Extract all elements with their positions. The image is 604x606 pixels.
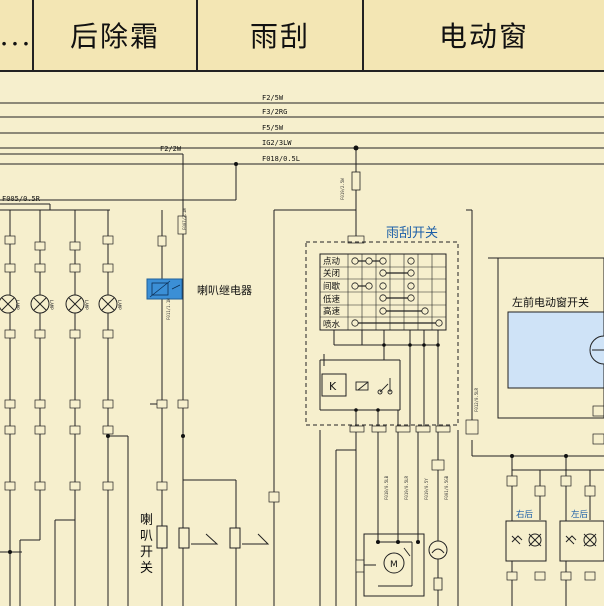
svg-text:F011/1.1W: F011/1.1W <box>166 298 171 320</box>
svg-text:F019/2.5W: F019/2.5W <box>340 178 345 200</box>
wiper-relay-contacts <box>355 378 393 395</box>
svg-text:F019/0.5Y: F019/0.5Y <box>424 478 429 500</box>
lamp-group <box>0 294 118 314</box>
wiper-relay-k-label: K <box>329 380 337 393</box>
svg-text:LAMP: LAMP <box>84 300 89 310</box>
horn-switch-char-1: 喇 <box>140 513 153 528</box>
header-cell-rear-defrost: 后除霜 <box>34 0 198 70</box>
window-switch-panel <box>507 311 604 389</box>
washer-pump-symbol <box>428 540 448 560</box>
header-cell-partial: ... <box>0 0 34 70</box>
svg-text:LAMP: LAMP <box>117 300 122 310</box>
wiper-mode-off: 关闭 <box>323 268 340 279</box>
lamp-4 <box>98 294 118 314</box>
wiper-mode-pulse: 点动 <box>323 256 341 267</box>
horn-relay-label: 喇叭继电器 <box>197 283 252 297</box>
wire-label-f5-5w: F5/5W <box>262 124 284 132</box>
lamp-2 <box>30 294 50 314</box>
wire-label-f3-2rg: F3/2RG <box>262 108 287 116</box>
wire-label-f005: F005/0.5R <box>2 195 41 203</box>
svg-text:F001/0.5GB: F001/0.5GB <box>444 475 449 500</box>
svg-text:LAMP: LAMP <box>15 300 20 310</box>
svg-text:LAMP: LAMP <box>49 300 54 310</box>
left-front-window-switch-label: 左前电动窗开关 <box>512 295 589 309</box>
wiper-relay-k-box <box>321 373 347 397</box>
svg-text:F018/0.5LB: F018/0.5LB <box>384 475 389 500</box>
horn-switch-char-2: 叭 <box>140 529 153 544</box>
lamp-3 <box>65 294 85 314</box>
left-rear-label: 左后 <box>571 509 589 520</box>
horn-switch-char-3: 开 <box>140 545 153 560</box>
wiper-fuse <box>351 171 361 191</box>
wiper-mode-low: 低速 <box>323 294 341 305</box>
horn-switch-char-4: 关 <box>140 561 153 576</box>
wiper-mode-high: 高速 <box>323 306 341 317</box>
horn-relay-component <box>146 278 183 300</box>
header-cell-wiper: 雨刮 <box>198 0 364 70</box>
wiper-motor-label: M <box>390 560 398 570</box>
wiper-mode-intermittent: 间歇 <box>323 281 341 292</box>
window-switch-frame <box>497 257 604 419</box>
wire-label-f2-2w: F2/2W <box>160 145 182 153</box>
section-header: ... 后除霜 雨刮 电动窗 <box>0 0 604 72</box>
svg-text:F019/0.5LR: F019/0.5LR <box>404 475 409 500</box>
wiper-motor-symbol <box>383 552 405 574</box>
right-rear-window-switch <box>505 520 547 562</box>
lamp-1 <box>0 294 18 314</box>
svg-text:F012/0.5LR: F012/0.5LR <box>474 387 479 412</box>
wire-label-f018: F018/0.5L <box>262 155 300 163</box>
right-rear-label: 右后 <box>516 509 534 520</box>
wire-label-f2-5w: F2/5W <box>262 94 284 102</box>
wiper-motor-box <box>363 533 425 597</box>
header-cell-power-window: 电动窗 <box>438 20 529 53</box>
svg-text:F007/2.1W: F007/2.1W <box>182 208 187 230</box>
wiper-switch-table <box>319 253 447 331</box>
horn-switch-component <box>156 525 270 549</box>
wiper-mode-washer: 喷水 <box>323 319 341 330</box>
wiper-switch-label: 雨刮开关 <box>386 226 438 241</box>
wire-label-ig2-3lw: IG2/3LW <box>262 139 292 147</box>
